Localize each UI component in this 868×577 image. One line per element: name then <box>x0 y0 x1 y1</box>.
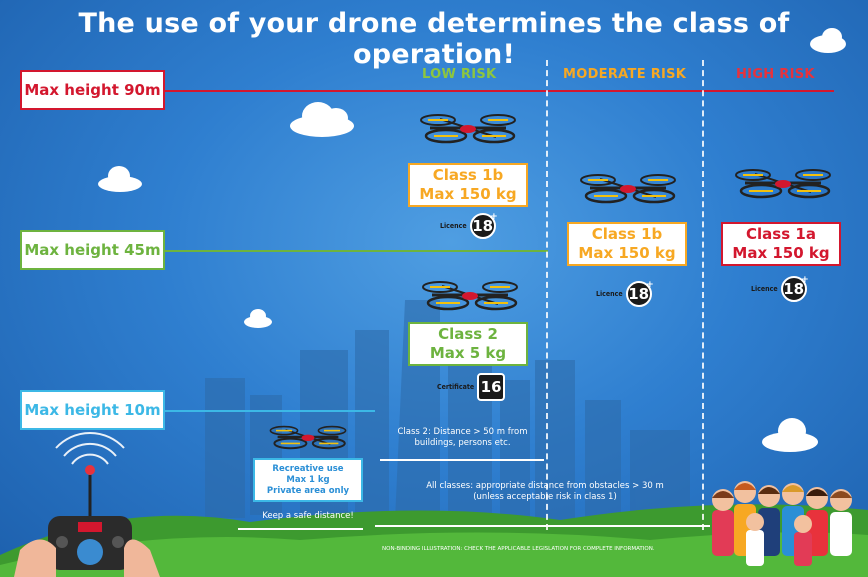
recreative-line: Recreative use <box>272 463 344 474</box>
class-name: Class 1b <box>591 225 663 243</box>
class-box-high-1a: Class 1a Max 150 kg <box>721 222 841 266</box>
drone-moderate <box>579 173 677 204</box>
class-name: Class 1b <box>432 166 504 184</box>
safe-distance-note: Keep a safe distance! <box>262 511 354 521</box>
height-line-90m <box>160 90 834 92</box>
height-label-90m: Max height 90m <box>20 70 165 110</box>
page-title: The use of your drone determines the cla… <box>78 8 790 70</box>
class-box-low-1b: Class 1b Max 150 kg <box>408 163 528 207</box>
licence-badge-moderate: Licence 18+ <box>596 280 654 307</box>
risk-label-low: LOW RISK <box>422 67 497 82</box>
drone-recreative <box>269 425 347 450</box>
disclaimer: NON-BINDING ILLUSTRATION: CHECK THE APPL… <box>382 546 655 552</box>
certificate-badge-low-2: Certificate 16 <box>437 373 506 401</box>
class-name: Class 1a <box>746 225 816 243</box>
class-box-low-2: Class 2 Max 5 kg <box>408 322 528 366</box>
all-classes-distance-note: All classes: appropriate distance from o… <box>426 481 664 502</box>
licence-label: Licence <box>440 222 467 230</box>
class-weight: Max 150 kg <box>419 185 517 203</box>
height-line-10m <box>160 410 375 412</box>
age-18-icon: 18+ <box>469 212 498 239</box>
recreative-line: Max 1 kg <box>286 474 330 485</box>
remote-controller-icon <box>14 431 160 577</box>
risk-label-high: HIGH RISK <box>736 67 815 82</box>
age-16-icon: 16 <box>477 373 506 401</box>
class-weight: Max 150 kg <box>732 244 830 262</box>
age-18-icon: 18+ <box>625 280 654 307</box>
class-weight: Max 5 kg <box>429 344 507 362</box>
drone-low-1b <box>419 113 517 144</box>
licence-label: Licence <box>751 285 778 293</box>
class2-distance-arrow <box>380 459 544 461</box>
risk-divider-low-moderate <box>546 60 548 530</box>
drone-low-2 <box>421 280 519 311</box>
all-classes-distance-arrow <box>375 525 710 527</box>
class-weight: Max 150 kg <box>578 244 676 262</box>
drone-high <box>734 168 832 199</box>
risk-label-moderate: MODERATE RISK <box>563 67 687 82</box>
class2-distance-note: Class 2: Distance > 50 m from buildings,… <box>397 427 528 448</box>
height-label-10m: Max height 10m <box>20 390 165 430</box>
recreative-line: Private area only <box>266 485 350 496</box>
age-18-icon: 18+ <box>780 275 809 302</box>
class-name: Class 2 <box>438 325 498 343</box>
licence-badge-low: Licence 18+ <box>440 212 498 239</box>
licence-label: Licence <box>596 290 623 298</box>
class-box-moderate-1b: Class 1b Max 150 kg <box>567 222 687 266</box>
certificate-label: Certificate <box>437 383 475 391</box>
recreative-use-box: Recreative use Max 1 kg Private area onl… <box>253 458 363 502</box>
licence-badge-high: Licence 18+ <box>751 275 809 302</box>
risk-divider-moderate-high <box>702 60 704 530</box>
height-label-45m: Max height 45m <box>20 230 165 270</box>
height-line-45m <box>160 250 548 252</box>
people-crowd <box>712 481 852 566</box>
safe-distance-arrow <box>238 528 363 530</box>
